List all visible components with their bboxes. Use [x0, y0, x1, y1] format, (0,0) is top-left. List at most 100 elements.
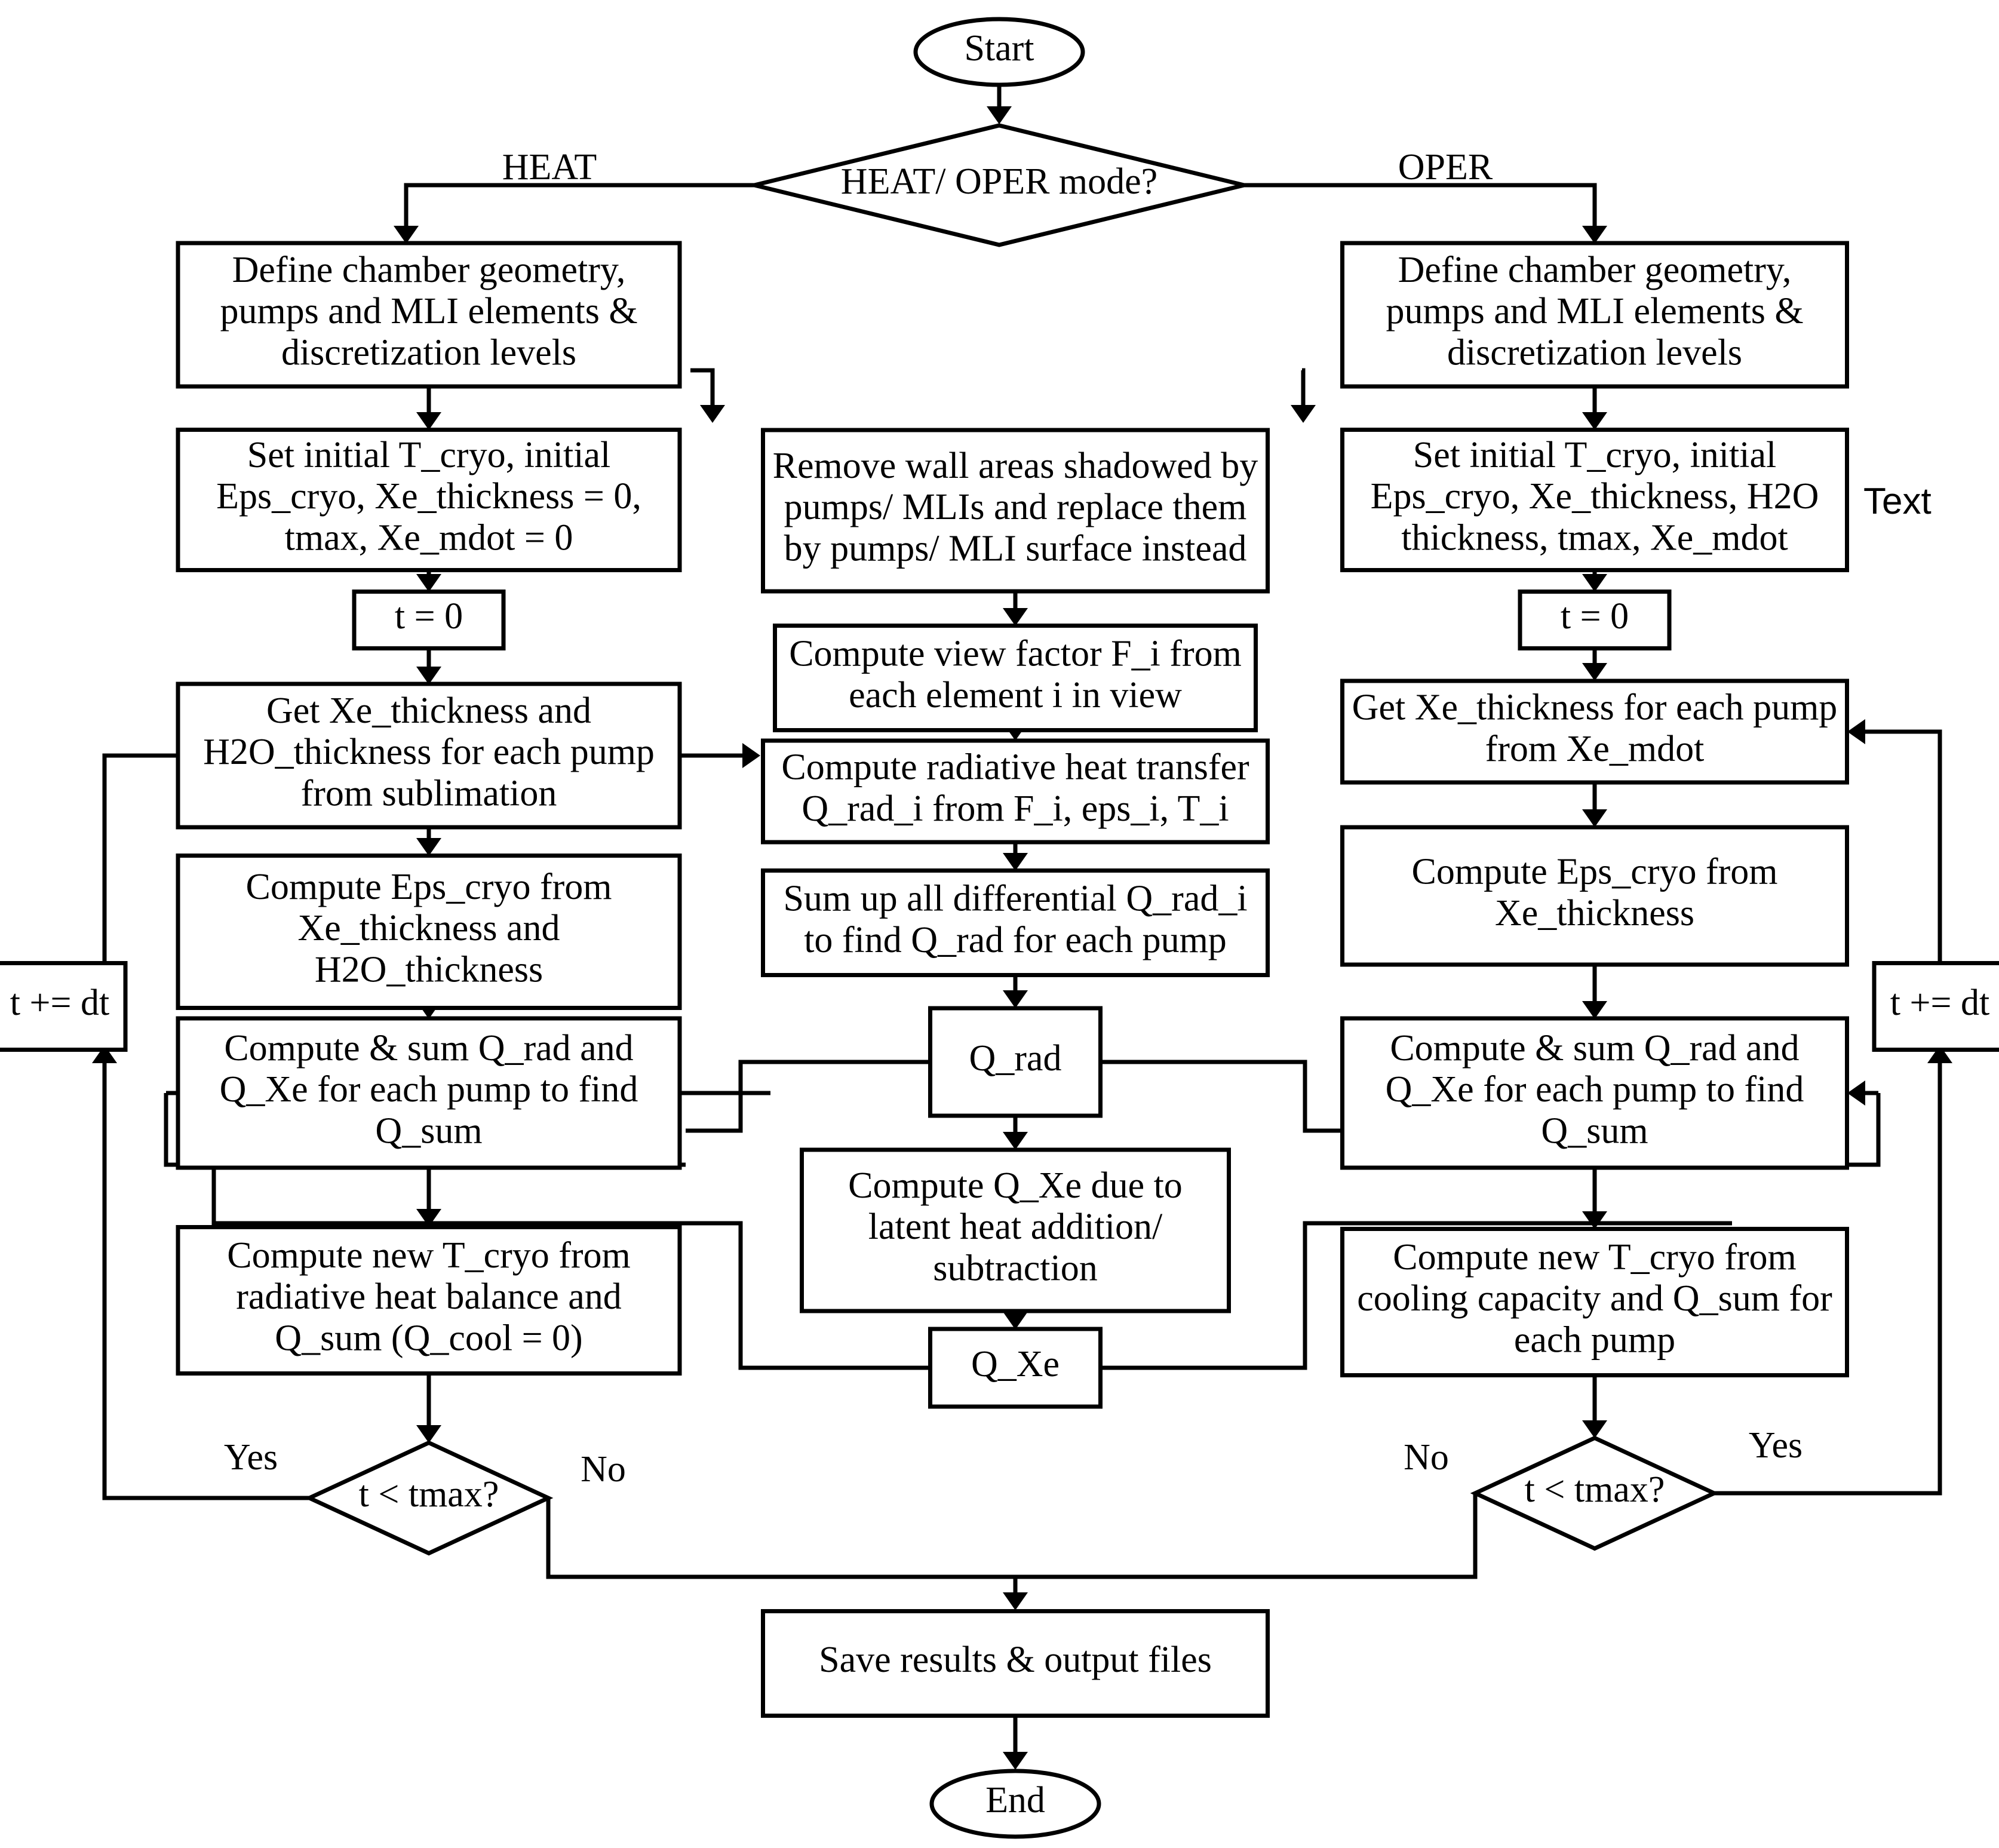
connector-ldefine-to-mremove	[690, 368, 725, 423]
node-label-line: Define chamber geometry,	[1398, 250, 1792, 290]
node-label-line: from Xe_mdot	[1485, 729, 1705, 769]
node-m-qxe: Q_Xe	[928, 1327, 1103, 1409]
node-label-line: each pump	[1514, 1320, 1675, 1361]
connector-rdefine-to-mremove	[1291, 368, 1316, 423]
connector-mqxe-right-to-rqsum	[1101, 1221, 1732, 1370]
process-shape	[176, 1225, 682, 1376]
process-shape	[1518, 590, 1672, 650]
process-shape	[176, 1016, 682, 1170]
process-shape	[1340, 241, 1849, 389]
terminator-shape	[913, 17, 1085, 87]
connector-mode-to-heat	[394, 183, 754, 244]
node-label-line: Compute new T_cryo from	[1393, 1237, 1797, 1278]
node-label-line: Q_rad_i from F_i, eps_i, T_i	[802, 788, 1229, 829]
node-label-line: Start	[964, 28, 1034, 69]
connector-msum-to-mqrad	[1003, 975, 1028, 1008]
node-label-line: t += dt	[10, 983, 109, 1023]
node-end: End	[929, 1769, 1101, 1839]
connector-lsetinit-to-lt0	[416, 570, 441, 592]
arrowhead-icon	[1582, 1420, 1607, 1438]
connector-mqrad-left-to-lqsum	[686, 1060, 931, 1133]
process-shape	[800, 1147, 1231, 1313]
connector-mcompute-to-mqxe	[1003, 1311, 1028, 1330]
node-label-line: Compute view factor F_i from	[789, 634, 1242, 674]
node-label-line: Eps_cryo, Xe_thickness, H2O	[1371, 476, 1819, 517]
process-shape	[352, 590, 506, 650]
node-label-line: End	[985, 1780, 1045, 1821]
node-start: Start	[913, 17, 1085, 87]
edge-label-r-yes-label: Yes	[1749, 1425, 1803, 1466]
process-shape	[761, 1609, 1270, 1718]
node-label-line: Define chamber geometry,	[232, 250, 626, 290]
free-labels-layer: Text	[1863, 481, 1932, 522]
node-label-line: Remove wall areas shadowed by	[773, 446, 1258, 486]
connector-mode-to-oper	[1244, 183, 1607, 244]
node-label-line: t < tmax?	[1525, 1469, 1665, 1510]
node-label-line: Q_sum (Q_cool = 0)	[275, 1318, 582, 1359]
node-r-tdt: t += dt	[1872, 961, 1999, 1052]
process-shape	[176, 241, 682, 389]
process-shape	[176, 854, 682, 1010]
node-label-line: pumps/ MLIs and replace them	[784, 487, 1247, 527]
node-label-line: pumps and MLI elements &	[1386, 291, 1803, 331]
node-label-line: Q_sum	[1541, 1111, 1648, 1152]
arrowhead-icon	[987, 106, 1012, 124]
connector-rtdt-to-rgetthick	[1847, 719, 1942, 963]
node-label-line: cooling capacity and Q_sum for	[1357, 1278, 1832, 1319]
connector-mqxe-left-to-lqsum	[211, 1093, 931, 1370]
decision-shape	[304, 1440, 554, 1556]
arrowhead-icon	[1582, 574, 1607, 592]
arrowhead-icon	[1003, 853, 1028, 871]
node-label-line: radiative heat balance and	[236, 1276, 621, 1317]
node-label-line: Get Xe_thickness and	[266, 690, 591, 731]
connector-rdec-yes-to-rtdt	[1714, 1045, 1952, 1496]
node-label-line: t < tmax?	[359, 1474, 499, 1515]
arrowhead-icon	[416, 667, 441, 684]
process-shape	[176, 428, 682, 572]
process-shape	[1340, 679, 1849, 785]
arrowhead-icon	[700, 405, 725, 423]
process-shape	[1340, 1016, 1849, 1170]
node-label-line: t += dt	[1890, 983, 1989, 1023]
node-label-line: Get Xe_thickness for each pump	[1352, 687, 1838, 728]
arrowhead-icon	[1582, 1211, 1607, 1229]
node-l-t0: t = 0	[352, 590, 506, 650]
arrowhead-icon	[416, 412, 441, 430]
node-label-line: Compute & sum Q_rad and	[1390, 1028, 1799, 1069]
node-label-line: HEAT/ OPER mode?	[841, 161, 1157, 202]
node-label-line: Compute new T_cryo from	[227, 1235, 631, 1276]
node-label-line: t = 0	[1561, 596, 1629, 637]
connector-ldefine-to-lsetinit	[416, 386, 441, 430]
arrowhead-icon	[416, 574, 441, 592]
arrowhead-icon	[1927, 1045, 1952, 1063]
node-r-decision: t < tmax?	[1470, 1435, 1719, 1551]
process-shape	[928, 1006, 1103, 1118]
arrowhead-icon	[394, 226, 419, 244]
node-label-line: pumps and MLI elements &	[220, 291, 637, 331]
process-shape	[761, 868, 1270, 977]
connector-rsetinit-to-rt0	[1582, 570, 1607, 592]
arrowhead-icon	[742, 743, 760, 768]
node-label-line: Q_Xe	[971, 1344, 1060, 1385]
node-label-line: from sublimation	[301, 773, 557, 814]
node-r-define: Define chamber geometry,pumps and MLI el…	[1340, 241, 1849, 389]
connector-lgetthick-to-lepscryo	[416, 827, 441, 856]
arrowhead-icon	[1582, 412, 1607, 430]
arrowhead-icon	[1847, 1080, 1865, 1106]
connector-lqsum-to-lnewtcryo	[416, 1168, 441, 1227]
connector-ldec-yes-to-tdt	[92, 1045, 309, 1500]
node-save: Save results & output files	[761, 1609, 1270, 1718]
node-label-line: by pumps/ MLI surface instead	[784, 529, 1247, 569]
node-l-tdt: t += dt	[0, 961, 128, 1052]
terminator-shape	[929, 1769, 1101, 1839]
connector-rqsum-feedback-arrow	[1847, 1080, 1878, 1106]
